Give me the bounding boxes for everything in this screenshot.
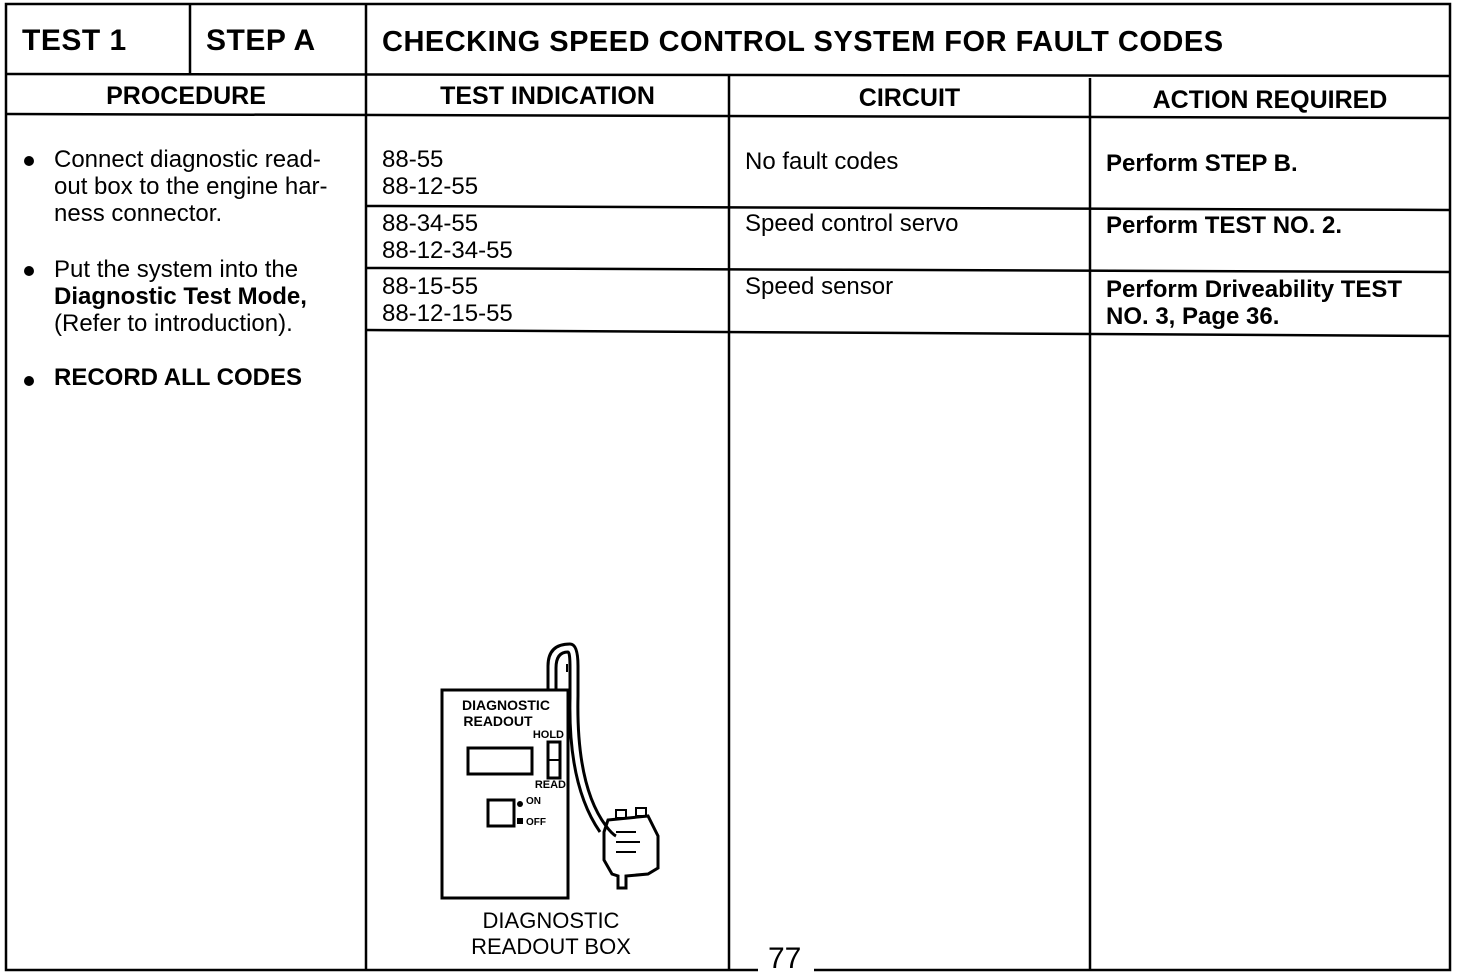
procedure-line: Put the system into the [54, 256, 299, 283]
test-indication-row-3: 88-15-55 88-12-15-55 [382, 273, 513, 327]
procedure-line: out box to the engine har- [54, 173, 328, 200]
action-row-1: Perform STEP B. [1106, 150, 1298, 177]
procedure-line: Connect diagnostic read- [54, 146, 321, 173]
fault-code: 88-55 [382, 146, 444, 173]
page-title: CHECKING SPEED CONTROL SYSTEM FOR FAULT … [382, 26, 1224, 58]
action-row-2: Perform TEST NO. 2. [1106, 212, 1343, 239]
circuit-row-3: Speed sensor [745, 273, 894, 300]
fault-code: 88-12-15-55 [382, 300, 513, 327]
page-number: 77 [768, 942, 802, 975]
procedure-item-connect: Connect diagnostic read- out box to the … [54, 146, 350, 227]
fault-code: 88-12-55 [382, 173, 479, 200]
bullet-icon [24, 266, 34, 276]
bullet-icon [24, 376, 34, 386]
action-row-3: Perform Driveability TEST NO. 3, Page 36… [1106, 276, 1402, 330]
procedure-item-record: RECORD ALL CODES [54, 364, 303, 391]
circuit-row-1: No fault codes [745, 148, 899, 175]
test-number: TEST 1 [22, 24, 127, 57]
fault-code: 88-34-55 [382, 210, 479, 237]
device-label-off: OFF [526, 817, 546, 828]
bullet-icon [24, 156, 34, 166]
test-indication-row-1: 88-55 88-12-55 [382, 146, 478, 200]
device-label-read: READ [535, 779, 566, 791]
column-header-procedure: PROCEDURE [106, 82, 266, 110]
column-header-test-indication: TEST INDICATION [440, 82, 655, 110]
column-header-action: ACTION REQUIRED [1152, 86, 1388, 114]
procedure-item-test-mode: Put the system into the Diagnostic Test … [54, 256, 350, 337]
circuit-row-2: Speed control servo [745, 210, 959, 237]
fault-code: 88-15-55 [382, 273, 479, 300]
device-label-readout: READOUT [463, 713, 533, 729]
step-label: STEP A [206, 24, 316, 57]
procedure-line: ness connector. [54, 200, 223, 227]
illustration-caption: DIAGNOSTIC READOUT BOX [436, 908, 666, 960]
diagnostic-readout-box-illustration: DIAGNOSTIC READOUT HOLD READ ON OFF [440, 642, 660, 900]
column-header-circuit: CIRCUIT [858, 84, 961, 112]
caption-line: DIAGNOSTIC [482, 908, 620, 933]
device-label-hold: HOLD [533, 729, 564, 741]
device-label-on: ON [526, 796, 541, 807]
action-line: NO. 3, Page 36. [1106, 303, 1280, 330]
procedure-line: (Refer to introduction). [54, 310, 293, 337]
test-indication-row-2: 88-34-55 88-12-34-55 [382, 210, 513, 264]
procedure-line: Diagnostic Test Mode, [54, 283, 307, 310]
device-label-diagnostic: DIAGNOSTIC [462, 697, 550, 713]
caption-line: READOUT BOX [471, 934, 631, 959]
fault-code: 88-12-34-55 [382, 237, 513, 264]
action-line: Perform Driveability TEST [1106, 276, 1403, 303]
